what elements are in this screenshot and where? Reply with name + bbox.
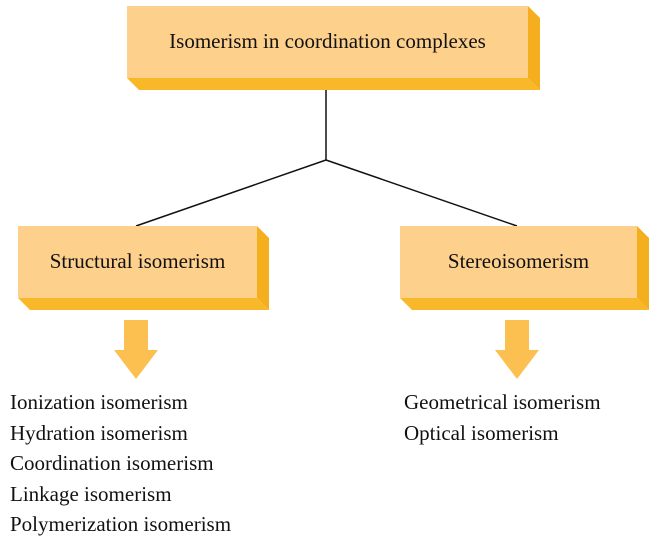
connector-to-stereo bbox=[325, 159, 518, 227]
stereo-box bbox=[400, 226, 649, 310]
list-item: Optical isomerism bbox=[404, 420, 559, 445]
stereo-box-face bbox=[400, 226, 637, 298]
root-box-bottom bbox=[127, 78, 540, 90]
list-item: Polymerization isomerism bbox=[10, 512, 232, 536]
tree-connectors bbox=[135, 90, 518, 227]
list-item: Ionization isomerism bbox=[10, 390, 188, 414]
root-box bbox=[127, 6, 540, 90]
stereo-box-side bbox=[637, 226, 649, 310]
structural-box-bottom bbox=[18, 298, 269, 310]
list-item: Linkage isomerism bbox=[10, 481, 172, 506]
stereo-down-arrow bbox=[495, 320, 539, 379]
list-item: Hydration isomerism bbox=[10, 420, 188, 445]
stereoisomerism-list: Geometrical isomerism Optical isomerism bbox=[404, 387, 601, 448]
stereoisomerism-title: Stereoisomerism bbox=[447, 248, 590, 273]
stereo-box-bottom bbox=[400, 298, 649, 310]
structural-box-side bbox=[257, 226, 269, 310]
structural-box-face bbox=[18, 226, 257, 298]
structural-down-arrow bbox=[114, 320, 158, 379]
root-title: Isomerism in coordination complexes bbox=[169, 28, 486, 53]
structural-isomerism-list: Ionization isomerism Hydration isomerism… bbox=[10, 387, 231, 540]
list-item: Coordination isomerism bbox=[10, 451, 214, 475]
list-item: Geometrical isomerism bbox=[404, 390, 601, 414]
root-box-face bbox=[127, 6, 528, 78]
structural-box bbox=[18, 226, 269, 310]
connector-to-structural bbox=[135, 159, 327, 227]
root-box-side bbox=[528, 6, 540, 90]
structural-isomerism-title: Structural isomerism bbox=[49, 248, 226, 273]
